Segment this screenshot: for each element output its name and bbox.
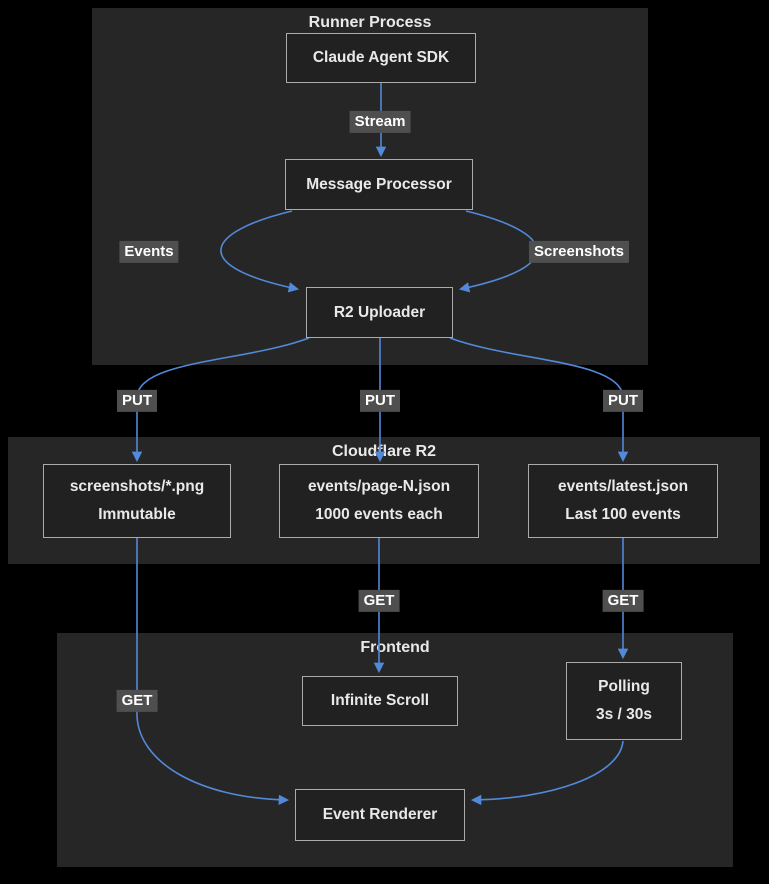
- node-label: screenshots/*.png: [69, 478, 205, 496]
- node-polling: Polling 3s / 30s: [566, 662, 682, 740]
- node-screenshots-store: screenshots/*.png Immutable: [43, 464, 231, 538]
- node-latest-store: events/latest.json Last 100 events: [528, 464, 718, 538]
- node-event-renderer: Event Renderer: [295, 789, 465, 841]
- node-message-processor: Message Processor: [285, 159, 473, 210]
- edge-label-get-pages: GET: [358, 589, 400, 613]
- edge-label-put-screenshots: PUT: [117, 389, 157, 413]
- node-label: Claude Agent SDK: [312, 49, 450, 67]
- edge-put-screenshots: [131, 337, 310, 463]
- edge-label-events: Events: [119, 240, 179, 264]
- node-label: Message Processor: [306, 175, 452, 193]
- node-label: events/page-N.json: [307, 478, 451, 496]
- container-title-runner-process: Runner Process: [308, 14, 432, 31]
- edge-get-screenshots: [136, 538, 290, 806]
- container-title-cloudflare-r2: Cloudflare R2: [331, 443, 436, 460]
- node-label: 1000 events each: [315, 506, 443, 523]
- edge-screenshots: [458, 210, 538, 293]
- node-label: Immutable: [98, 506, 176, 523]
- edge-label-put-latest: PUT: [603, 389, 643, 413]
- node-infinite-scroll: Infinite Scroll: [302, 676, 458, 726]
- edge-label-screenshots: Screenshots: [528, 240, 630, 264]
- node-pages-store: events/page-N.json 1000 events each: [279, 464, 479, 538]
- edge-label-stream: Stream: [349, 110, 411, 134]
- node-claude-agent-sdk: Claude Agent SDK: [286, 33, 476, 83]
- edge-polling-to-renderer: [470, 740, 624, 806]
- node-r2-uploader: R2 Uploader: [306, 287, 453, 338]
- container-title-frontend: Frontend: [360, 639, 430, 656]
- node-label: Event Renderer: [322, 806, 438, 824]
- edge-label-put-pages: PUT: [360, 389, 400, 413]
- node-label: 3s / 30s: [595, 706, 653, 723]
- edge-label-get-latest: GET: [602, 589, 644, 613]
- edge-events: [220, 210, 300, 293]
- node-label: events/latest.json: [557, 478, 689, 496]
- node-label: R2 Uploader: [333, 303, 426, 321]
- node-label: Polling: [598, 678, 650, 696]
- node-label: Last 100 events: [565, 506, 681, 523]
- edge-label-get-screenshots: GET: [116, 689, 158, 713]
- edge-put-latest: [449, 337, 629, 463]
- node-label: Infinite Scroll: [330, 692, 430, 710]
